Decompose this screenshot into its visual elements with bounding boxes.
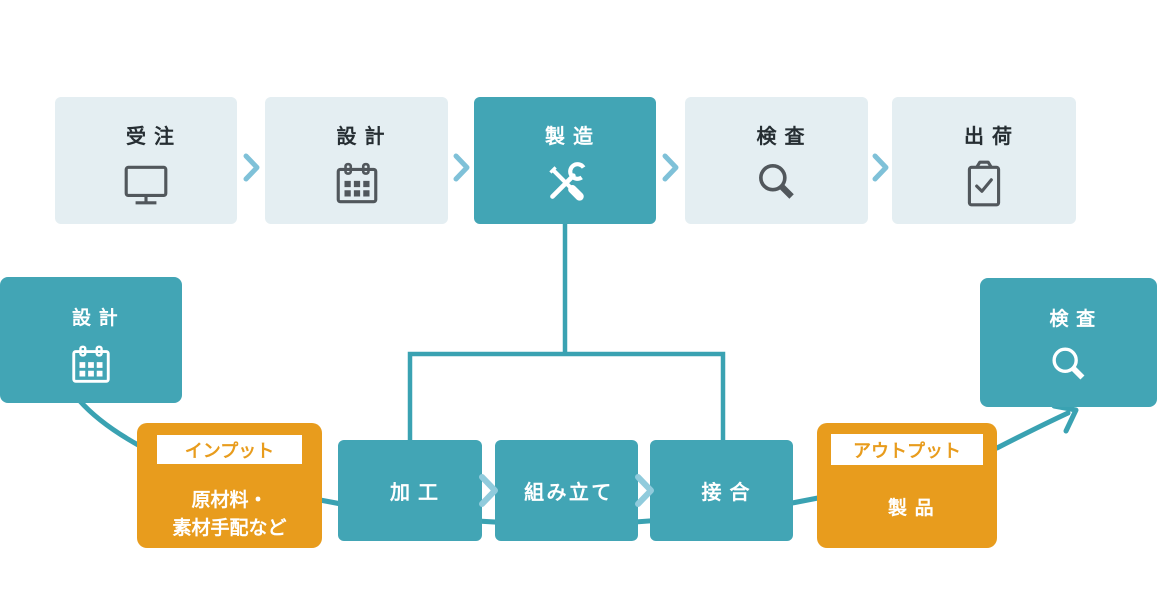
clipboard-check-icon (959, 159, 1009, 209)
detail-inspection-box: 検査 (980, 278, 1157, 407)
magnifier-icon (752, 159, 802, 209)
calendar-icon (332, 159, 382, 209)
chevron-right-icon (635, 474, 654, 507)
step-shipment-label: 出荷 (964, 126, 1020, 148)
chevron-right-icon (872, 153, 889, 182)
step-design: 設計 (265, 97, 448, 224)
output-box: アウトプット 製品 (817, 423, 997, 548)
detail-design-box: 設計 (0, 277, 182, 403)
connector-design-to-input (76, 397, 143, 449)
input-banner: インプット (157, 435, 302, 464)
detail-inspection-label: 検査 (1049, 309, 1103, 330)
detail-step-assembly-label: 組み立て (524, 482, 614, 504)
input-description: 原材料・ 素材手配など (172, 490, 287, 539)
step-order-label: 受注 (126, 126, 182, 148)
tools-icon (540, 159, 590, 209)
detail-step-processing-label: 加工 (390, 482, 446, 504)
step-shipment: 出荷 (892, 97, 1076, 224)
output-banner: アウトプット (831, 434, 983, 465)
detail-design-label: 設計 (71, 308, 126, 329)
step-manufacture: 製造 (474, 97, 656, 224)
output-description: 製品 (887, 498, 942, 519)
arrowhead-to-inspection (1051, 403, 1079, 434)
detail-step-joining: 接合 (650, 440, 793, 541)
monitor-icon (121, 159, 171, 209)
magnifier-icon (1046, 343, 1092, 389)
step-inspection-label: 検査 (756, 126, 813, 148)
chevron-right-icon (662, 153, 679, 182)
detail-step-processing: 加工 (338, 440, 482, 541)
connector-output-to-inspection (994, 410, 1071, 451)
step-manufacture-label: 製造 (545, 126, 601, 148)
step-inspection: 検査 (685, 97, 868, 224)
chevron-right-icon (453, 153, 470, 182)
step-design-label: 設計 (336, 126, 393, 148)
chevron-right-icon (479, 474, 498, 507)
detail-step-assembly: 組み立て (495, 440, 638, 541)
connector-manufacture-branch (407, 351, 726, 442)
calendar-icon (68, 342, 114, 388)
step-order: 受注 (55, 97, 237, 224)
detail-step-joining-label: 接合 (701, 482, 758, 504)
chevron-right-icon (243, 153, 260, 182)
input-box: インプット 原材料・ 素材手配など (137, 423, 322, 548)
